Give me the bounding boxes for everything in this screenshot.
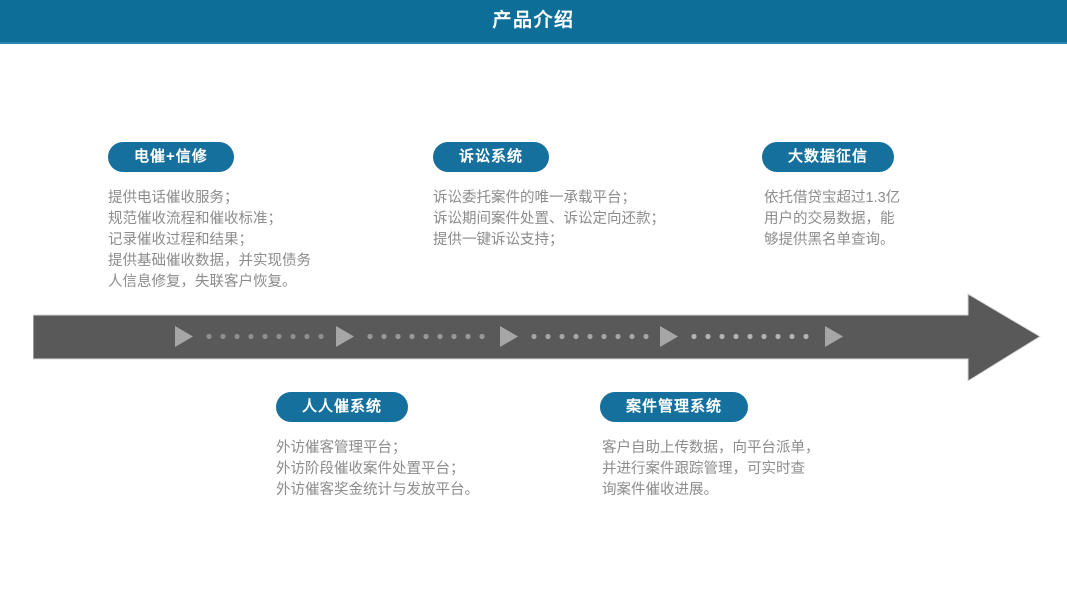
page-title: 产品介绍 bbox=[492, 10, 575, 31]
arrow-dot-group-2 bbox=[367, 333, 485, 340]
block-description-dashuju-zhengxin: 依托借贷宝超过1.3亿 用户的交易数据，能 够提供黑名单查询。 bbox=[762, 188, 900, 251]
description-line: 用户的交易数据，能 bbox=[764, 211, 895, 227]
description-line: 诉讼委托案件的唯一承载平台； bbox=[433, 190, 636, 206]
description-line: 并进行案件跟踪管理，可实时查 bbox=[602, 461, 805, 477]
description-line: 外访催客管理平台； bbox=[276, 440, 407, 456]
process-block-renrencui-xitong: 人人催系统 外访催客管理平台； 外访阶段催收案件处置平台； 外访催客奖金统计与发… bbox=[276, 392, 479, 501]
step-marker-4 bbox=[660, 326, 678, 347]
description-line: 记录催收过程和结果； bbox=[108, 232, 253, 248]
header-bar: 产品介绍 bbox=[0, 0, 1067, 44]
block-badge-dashuju-zhengxin[interactable]: 大数据征信 bbox=[762, 142, 895, 172]
block-description-dianui-xinxiu: 提供电话催收服务； 规范催收流程和催收标准； 记录催收过程和结果； 提供基础催收… bbox=[108, 188, 311, 293]
process-block-dianui-xinxiu: 电催+信修 提供电话催收服务； 规范催收流程和催收标准； 记录催收过程和结果； … bbox=[108, 142, 311, 293]
description-line: 人信息修复，失联客户恢复。 bbox=[108, 274, 297, 290]
arrow-step-markers bbox=[175, 326, 843, 347]
arrow-dot-group-1 bbox=[206, 333, 324, 340]
process-arrow-graphic bbox=[33, 293, 1041, 382]
description-line: 提供一键诉讼支持； bbox=[433, 232, 564, 248]
block-badge-renrencui-xitong[interactable]: 人人催系统 bbox=[276, 392, 409, 422]
description-line: 依托借贷宝超过1.3亿 bbox=[764, 190, 901, 206]
slide-canvas: 电催+信修 提供电话催收服务； 规范催收流程和催收标准； 记录催收过程和结果； … bbox=[0, 44, 1067, 600]
description-line: 够提供黑名单查询。 bbox=[764, 232, 895, 248]
description-line: 外访阶段催收案件处置平台； bbox=[276, 461, 465, 477]
step-marker-2 bbox=[336, 326, 354, 347]
arrow-dot-group-3 bbox=[531, 333, 649, 340]
description-line: 外访催客奖金统计与发放平台。 bbox=[276, 482, 479, 498]
process-block-dashuju-zhengxin: 大数据征信 依托借贷宝超过1.3亿 用户的交易数据，能 够提供黑名单查询。 bbox=[762, 142, 900, 251]
block-badge-anjian-guanli-xitong[interactable]: 案件管理系统 bbox=[600, 392, 749, 422]
block-badge-susong-xitong[interactable]: 诉讼系统 bbox=[433, 142, 550, 172]
arrow-shape bbox=[33, 293, 1041, 382]
description-line: 规范催收流程和催收标准； bbox=[108, 211, 282, 227]
process-block-anjian-guanli-xitong: 案件管理系统 客户自助上传数据，向平台派单， 并进行案件跟踪管理，可实时查 询案… bbox=[600, 392, 820, 501]
description-line: 客户自助上传数据，向平台派单， bbox=[602, 440, 820, 456]
description-line: 询案件催收进展。 bbox=[602, 482, 718, 498]
step-marker-1 bbox=[175, 326, 193, 347]
arrow-dot-group-4 bbox=[691, 333, 809, 340]
description-line: 诉讼期间案件处置、诉讼定向还款； bbox=[433, 211, 665, 227]
block-description-anjian-guanli-xitong: 客户自助上传数据，向平台派单， 并进行案件跟踪管理，可实时查 询案件催收进展。 bbox=[600, 438, 820, 501]
process-arrow bbox=[33, 290, 1043, 390]
step-marker-3 bbox=[500, 326, 518, 347]
block-badge-dianui-xinxiu[interactable]: 电催+信修 bbox=[108, 142, 234, 172]
process-block-susong-xitong: 诉讼系统 诉讼委托案件的唯一承载平台； 诉讼期间案件处置、诉讼定向还款； 提供一… bbox=[433, 142, 665, 251]
block-description-susong-xitong: 诉讼委托案件的唯一承载平台； 诉讼期间案件处置、诉讼定向还款； 提供一键诉讼支持… bbox=[433, 188, 665, 251]
description-line: 提供基础催收数据，并实现债务 bbox=[108, 253, 311, 269]
description-line: 提供电话催收服务； bbox=[108, 190, 239, 206]
block-description-renrencui-xitong: 外访催客管理平台； 外访阶段催收案件处置平台； 外访催客奖金统计与发放平台。 bbox=[276, 438, 479, 501]
step-marker-5 bbox=[825, 326, 843, 347]
